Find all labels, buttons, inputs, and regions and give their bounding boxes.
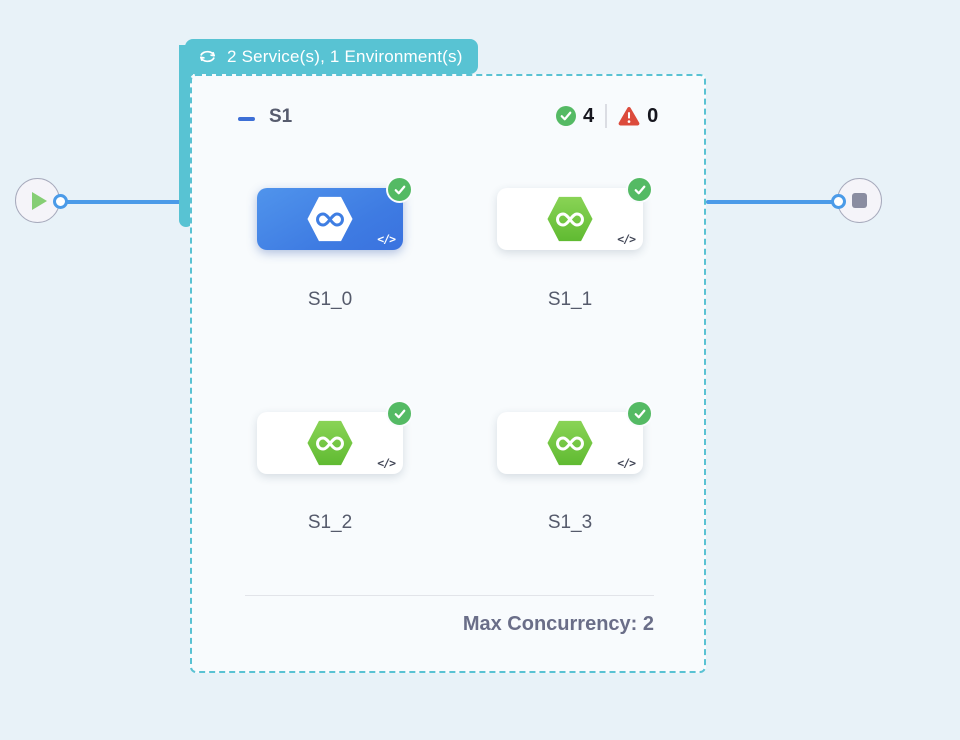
status-success-badge — [626, 400, 653, 427]
pipeline-start-node[interactable] — [15, 178, 60, 223]
success-check-icon — [556, 106, 576, 126]
status-divider — [605, 104, 608, 128]
status-success-badge — [386, 176, 413, 203]
service-label: S1_2 — [307, 512, 353, 533]
service-card-s1-1[interactable]: </> — [497, 176, 653, 250]
footer-divider — [245, 595, 654, 596]
play-icon — [32, 191, 47, 210]
status-success-badge — [386, 400, 413, 427]
service-card-s1-2[interactable]: </> — [257, 400, 413, 474]
stop-icon — [852, 193, 867, 208]
service-hexagon-icon — [547, 196, 593, 242]
code-step-icon: </> — [617, 232, 636, 246]
loop-group-side-strip — [179, 45, 193, 227]
stage-matrix-group — [190, 74, 706, 673]
code-step-icon: </> — [617, 456, 636, 470]
service-hexagon-icon — [547, 420, 593, 466]
status-success-badge — [626, 176, 653, 203]
start-connector-port — [53, 194, 68, 209]
service-card-s1-3[interactable]: </> — [497, 400, 653, 474]
collapse-toggle[interactable] — [238, 117, 255, 121]
error-warning-icon — [618, 106, 640, 126]
max-concurrency-label: Max Concurrency: 2 — [462, 613, 654, 635]
code-step-icon: </> — [377, 456, 396, 470]
end-connector-port — [831, 194, 846, 209]
loop-icon — [197, 47, 218, 66]
service-label: S1_0 — [307, 289, 353, 310]
edge-group-to-end — [706, 200, 836, 204]
edge-start-to-group — [60, 200, 187, 204]
service-card-s1-0[interactable]: </> — [257, 176, 413, 250]
error-count: 0 — [647, 104, 659, 127]
service-hexagon-icon — [307, 420, 353, 466]
loop-badge-label: 2 Service(s), 1 Environment(s) — [227, 46, 463, 66]
service-label: S1_1 — [547, 289, 593, 310]
code-step-icon: </> — [377, 232, 396, 246]
stage-status-row: 4 0 — [556, 104, 658, 128]
service-hexagon-icon — [307, 196, 353, 242]
stage-title: S1 — [269, 106, 293, 127]
loop-strategy-badge[interactable]: 2 Service(s), 1 Environment(s) — [185, 39, 478, 74]
success-count: 4 — [583, 104, 595, 127]
service-label: S1_3 — [547, 512, 593, 533]
